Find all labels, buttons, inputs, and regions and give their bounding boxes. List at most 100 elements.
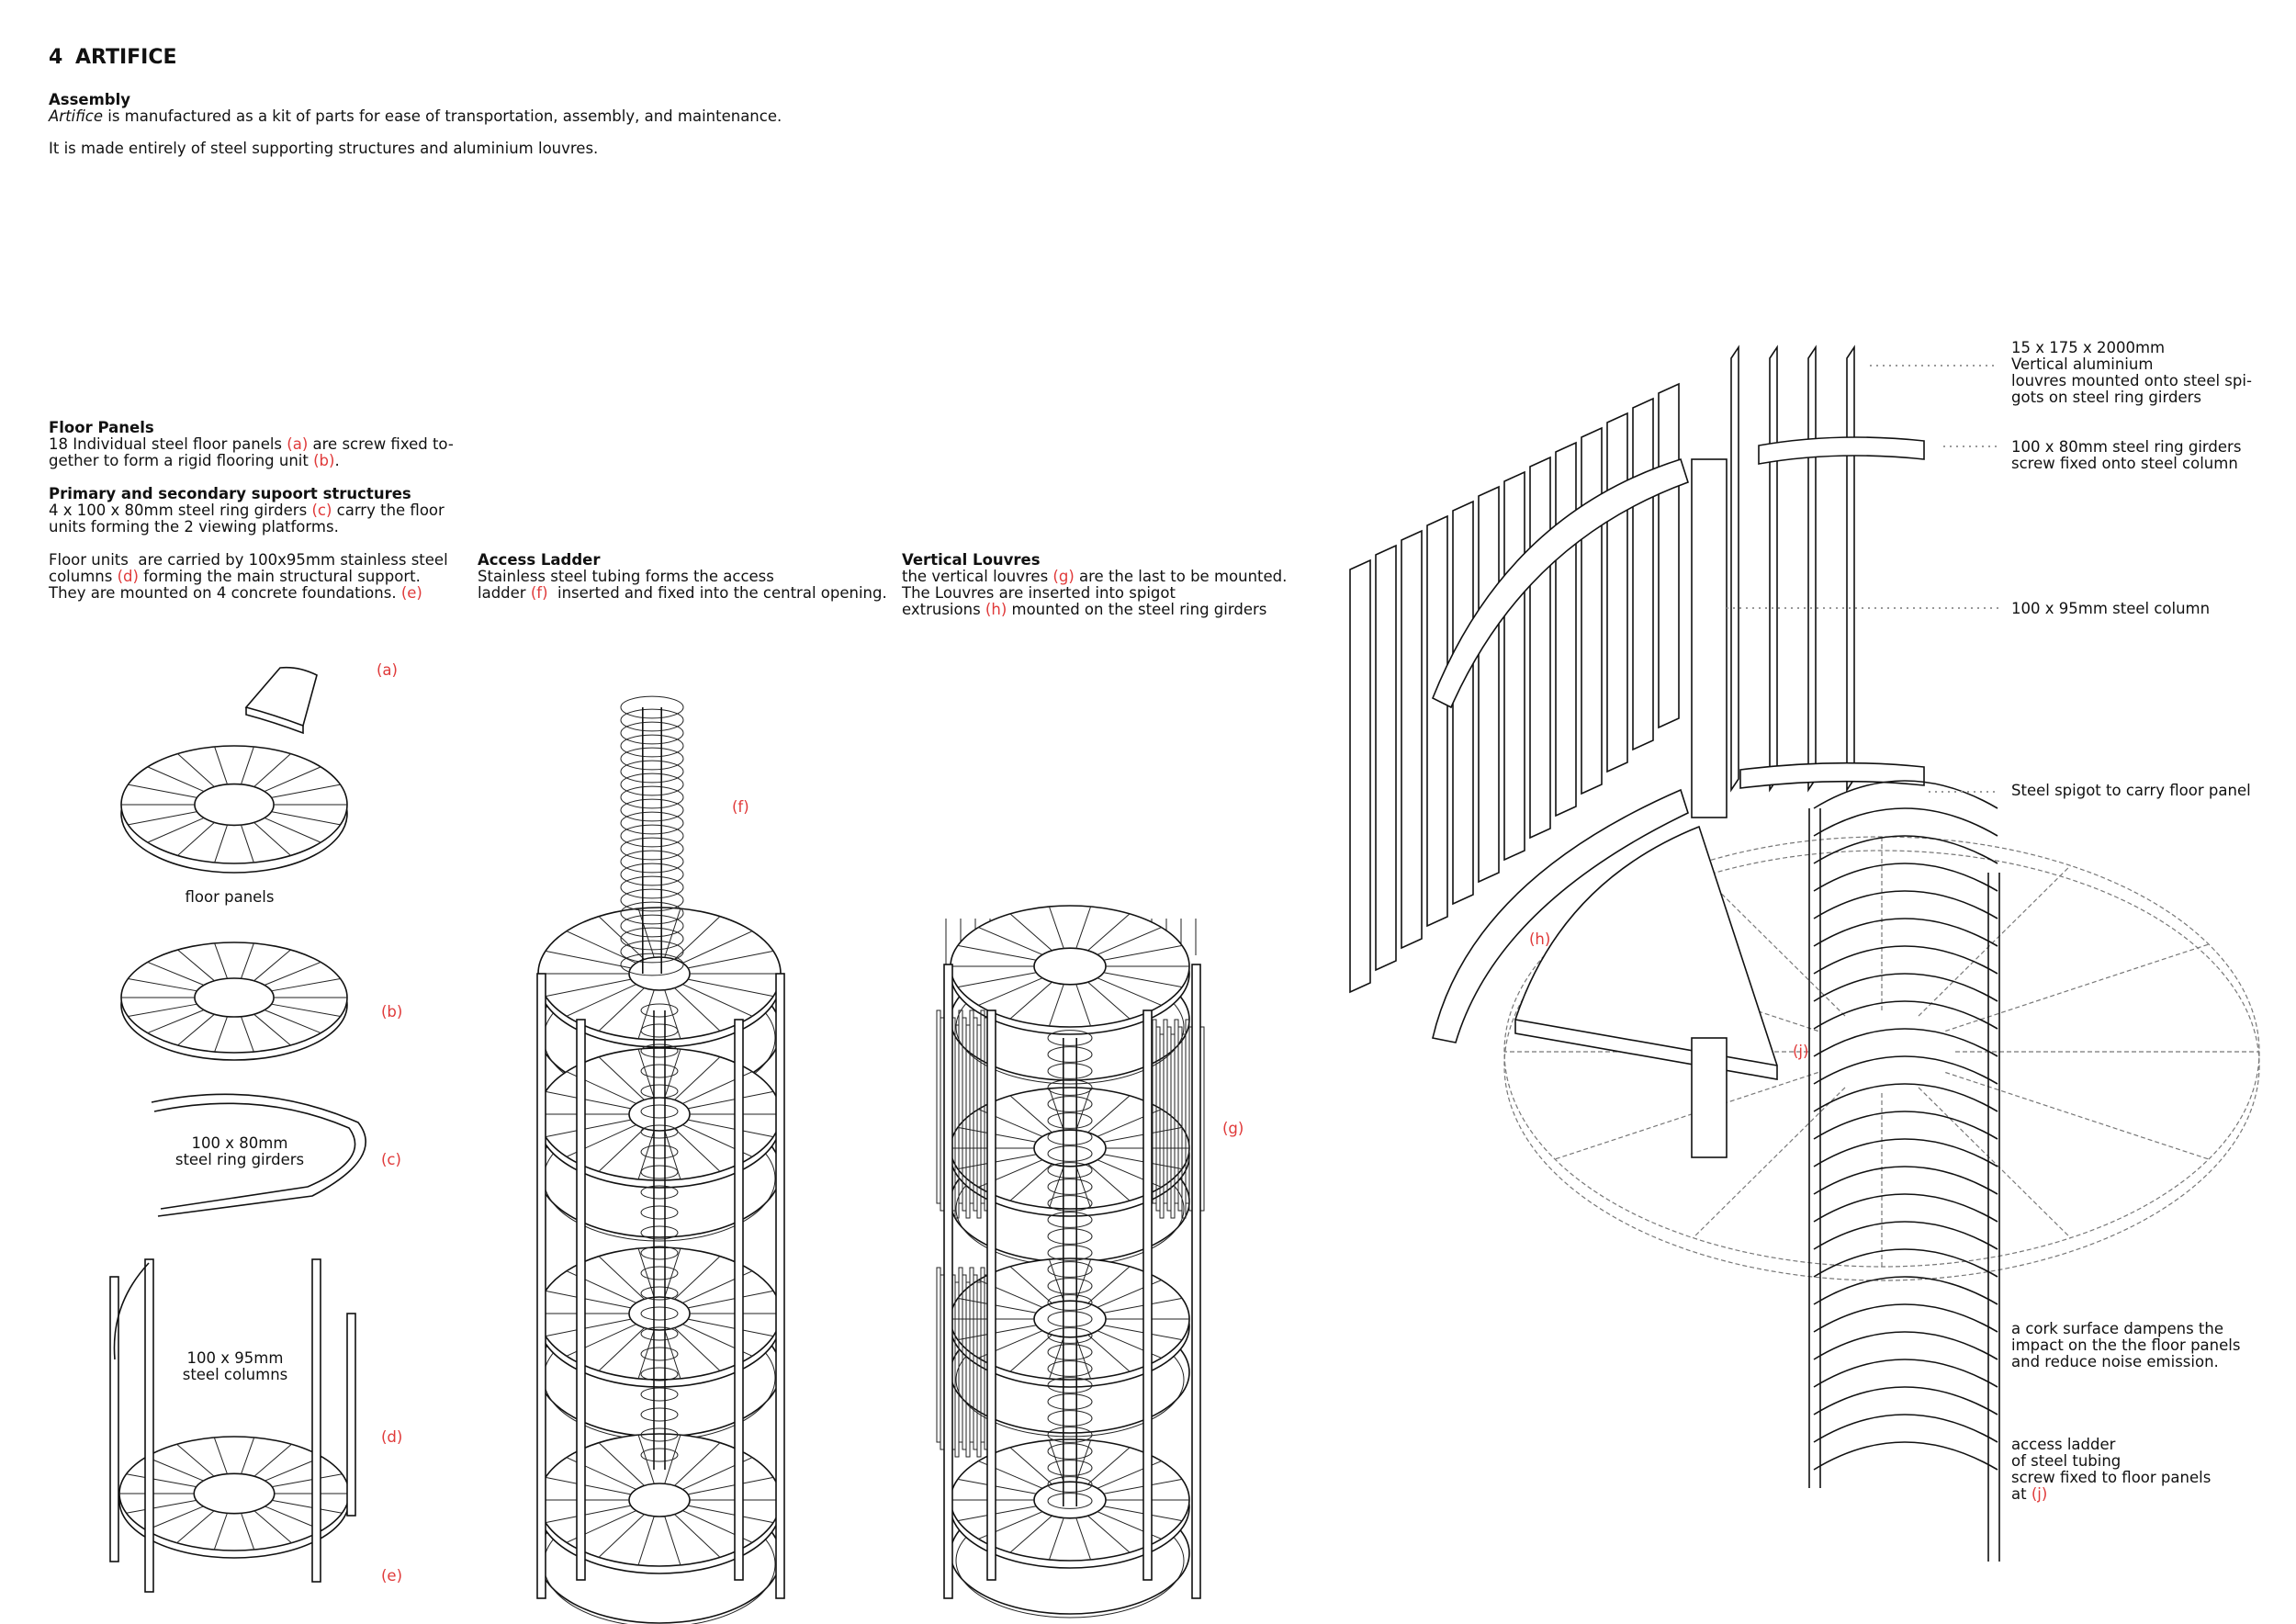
ladder-ring <box>1047 1393 1093 1410</box>
ladder-ring <box>1047 1261 1093 1278</box>
center-opening <box>194 783 275 827</box>
ladder-ring <box>1047 1195 1093 1212</box>
ladder-ring <box>640 1064 679 1078</box>
panel-joint <box>147 1009 205 1034</box>
ladder-ring <box>640 1023 679 1038</box>
ladder-ring <box>1047 1460 1093 1476</box>
ring-girder-right-upper <box>1758 436 1925 465</box>
panel-joint <box>253 1510 292 1544</box>
ladder-ring <box>640 1165 679 1179</box>
panel-joint <box>566 930 636 964</box>
panel-joint <box>1009 1163 1052 1201</box>
ref-b: (b) <box>313 452 335 469</box>
ladder-ring <box>1047 1112 1093 1129</box>
ladder-hoop <box>1813 1248 1998 1278</box>
panel-joint <box>687 1119 774 1138</box>
panel-joint <box>674 916 721 960</box>
panel-joint <box>664 1329 681 1380</box>
vertical-louvre <box>1503 470 1525 862</box>
ladder-hoop <box>1813 1111 1998 1140</box>
assembly-line-1: Artifice is manufactured as a kit of par… <box>49 108 782 125</box>
panel-joint <box>687 950 774 969</box>
annotation-girder: 100 x 80mm steel ring girders screw fixe… <box>2011 438 2242 472</box>
center-opening <box>1033 1300 1107 1338</box>
louvre-tower <box>936 905 1205 1618</box>
caption-ring-girders: 100 x 80mm steel ring girders <box>174 1134 305 1168</box>
ladder-ring <box>1047 1377 1093 1393</box>
panel-joint <box>664 908 681 958</box>
panel-joint <box>128 811 197 826</box>
assembly-line-2: It is made entirely of steel supporting … <box>49 140 599 157</box>
panel-joint <box>271 977 341 992</box>
vertical-louvre <box>1606 412 1628 773</box>
annotation-louvre: 15 x 175 x 2000mm Vertical aluminium lou… <box>2011 339 2252 406</box>
panel-joint <box>253 1443 292 1477</box>
panel-joint <box>177 822 215 856</box>
panel-joint <box>128 1003 197 1018</box>
ladder-ring <box>640 1306 679 1321</box>
ladder-ring <box>640 1266 679 1280</box>
annotation-cork: a cork surface dampens the impact on the… <box>2011 1320 2241 1370</box>
louvre-blade <box>936 1267 941 1443</box>
ladder-ring <box>640 1347 679 1361</box>
ladder-ring <box>640 1326 679 1341</box>
panel-joint <box>1087 1163 1131 1201</box>
ladder-ring <box>640 1225 679 1240</box>
support-line-4: columns (d) forming the main structural … <box>49 569 421 585</box>
panel-joint <box>147 817 205 843</box>
panel-joint <box>687 1476 774 1495</box>
panel-joint <box>598 1442 645 1486</box>
ladder-ring <box>1047 1245 1093 1261</box>
ladder-line-2: ladder (f) inserted and fixed into the c… <box>478 585 887 602</box>
panel-joint <box>214 824 228 863</box>
text: . <box>334 452 340 469</box>
text: are screw fixed to- <box>308 435 454 453</box>
panel-joint <box>253 753 291 787</box>
panel-joint <box>957 972 1037 988</box>
panel-joint <box>253 1013 291 1046</box>
ref-j: (j) <box>2031 1485 2048 1503</box>
floor-outline-edge <box>1503 850 2260 1281</box>
panel-joint <box>128 784 197 798</box>
panel-joint <box>264 1009 321 1034</box>
artifice-name: Artifice <box>49 107 104 125</box>
steel-column <box>1142 1009 1153 1581</box>
panel-joint <box>253 949 291 982</box>
ladder-ring <box>1047 1228 1093 1245</box>
panel-joint <box>1087 1266 1131 1304</box>
panel-joint <box>545 1090 632 1110</box>
panel-joint <box>687 1318 774 1337</box>
ladder-ring <box>620 811 684 835</box>
panel-joint <box>126 1499 197 1514</box>
ref-e: (e) <box>400 584 422 602</box>
support-line-1: 4 x 100 x 80mm steel ring girders (c) ca… <box>49 502 445 519</box>
panel-joint <box>957 1154 1037 1170</box>
panel-joint <box>271 1003 341 1018</box>
text: the vertical louvres <box>902 568 1053 585</box>
steel-column <box>109 1276 119 1562</box>
panel-joint <box>1075 1166 1092 1209</box>
caption-floor-panels: floor panels <box>185 888 275 906</box>
panel-joint <box>1087 1095 1131 1133</box>
panel-joint <box>598 1128 645 1172</box>
panel-joint <box>957 1506 1037 1522</box>
center-opening <box>628 1296 691 1331</box>
floor-panels-line-2: gether to form a rigid flooring unit (b)… <box>49 453 340 469</box>
panel-joint <box>1009 1447 1052 1485</box>
panel-joint <box>177 949 215 982</box>
vertical-louvre <box>1769 344 1778 793</box>
ladder-hoop <box>1813 780 1998 809</box>
ring-girders <box>151 1093 366 1217</box>
label-e: (e) <box>381 1567 403 1585</box>
ladder-ring <box>1047 1079 1093 1096</box>
panel-joint <box>598 1327 645 1371</box>
panel-joint <box>214 1016 228 1053</box>
ladder-ring <box>640 1104 679 1119</box>
vertical-louvre <box>1478 485 1500 884</box>
panel-joint <box>637 1329 655 1380</box>
panel-joint <box>682 930 753 964</box>
louvres-line-3: extrusions (h) mounted on the steel ring… <box>902 602 1266 618</box>
panel-joint <box>128 977 197 992</box>
label-d: (d) <box>381 1428 403 1446</box>
